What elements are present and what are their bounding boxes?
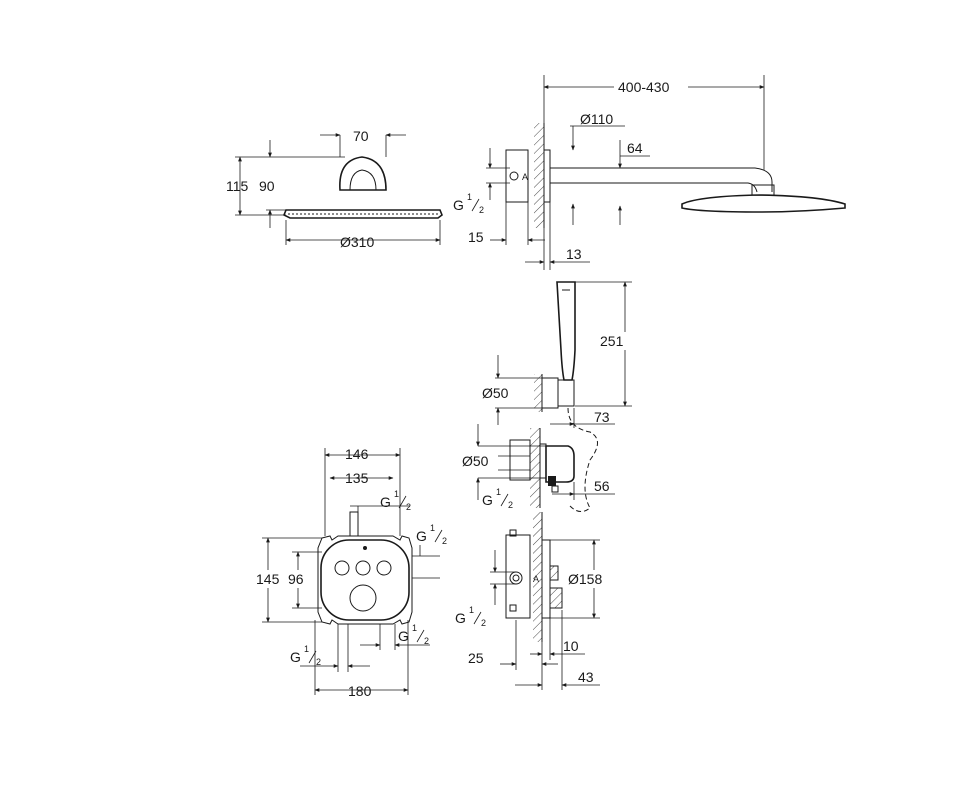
- dim-251: 251: [600, 333, 624, 349]
- dim-25: 25: [468, 650, 484, 666]
- dimension-label: 2: [316, 657, 321, 667]
- dimension-label: 2: [406, 502, 411, 512]
- thread-g-half-top: G: [380, 494, 391, 510]
- dimension-label: 1: [304, 644, 309, 654]
- dim-64: 64: [627, 140, 643, 156]
- dimension-label: 2: [508, 500, 513, 510]
- body-side-view: A Ø158 G 1 2 25 10 43: [455, 512, 614, 690]
- thread-g-half-body-side: G: [455, 610, 466, 626]
- dim-13: 13: [566, 246, 582, 262]
- thread-g-half-outlet: G: [482, 492, 493, 508]
- showerhead-side-view: A 400-430 Ø110 64 G 1 2: [453, 75, 846, 270]
- dim-56: 56: [594, 478, 610, 494]
- dimension-label: 1: [469, 605, 474, 615]
- dim-43: 43: [578, 669, 594, 685]
- thread-g-half-bottom-left: G: [290, 649, 301, 665]
- body-front-view: 146 135 G 1 2 G 1 2 145 96: [254, 446, 447, 699]
- dim-145: 145: [256, 571, 280, 587]
- dimension-label: 1: [430, 523, 435, 533]
- dimension-label: 1: [394, 489, 399, 499]
- dim-146: 146: [345, 446, 369, 462]
- thread-g-half-side: G: [453, 197, 464, 213]
- dim-73: 73: [594, 409, 610, 425]
- dimension-label: 2: [481, 618, 486, 628]
- dimension-label: 1: [496, 487, 501, 497]
- dimension-label: 1: [467, 192, 472, 202]
- dimension-label: 2: [442, 536, 447, 546]
- dim-10: 10: [563, 638, 579, 654]
- dim-15: 15: [468, 229, 484, 245]
- thread-g-half-bottom-right: G: [398, 628, 409, 644]
- dim-96: 96: [288, 571, 304, 587]
- dim-diameter-110: Ø110: [580, 111, 613, 127]
- dim-90: 90: [259, 178, 275, 194]
- svg-text:A: A: [522, 172, 528, 182]
- svg-text:A: A: [533, 574, 539, 584]
- dimension-label: 2: [424, 636, 429, 646]
- dim-400-430: 400-430: [618, 79, 670, 95]
- dim-diameter-310: Ø310: [340, 234, 374, 250]
- dim-diameter-50-holder: Ø50: [482, 385, 509, 401]
- hand-shower-view: 251 Ø50 73: [482, 281, 632, 512]
- outlet-view: Ø50 G 1 2 56: [462, 424, 615, 510]
- dim-115: 115: [226, 178, 249, 194]
- dim-diameter-50-outlet: Ø50: [462, 453, 489, 469]
- showerhead-front-view: 70 115 90 Ø310: [226, 128, 443, 250]
- dimension-label: 2: [479, 205, 484, 215]
- dim-70: 70: [353, 128, 369, 144]
- dimension-label: 1: [412, 623, 417, 633]
- thread-g-half-right: G: [416, 528, 427, 544]
- dim-135: 135: [345, 470, 369, 486]
- dim-diameter-158: Ø158: [568, 571, 602, 587]
- dim-180: 180: [348, 683, 372, 699]
